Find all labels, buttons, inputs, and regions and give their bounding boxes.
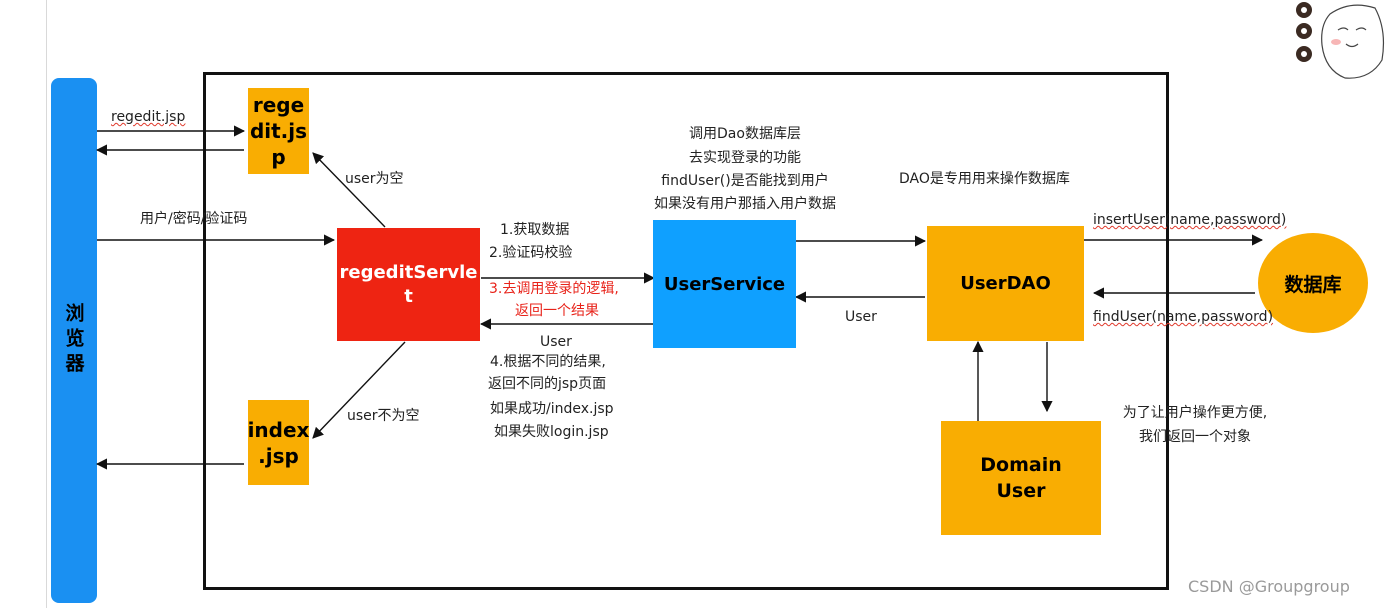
label-step4d: 如果失败login.jsp	[494, 424, 609, 440]
label-service-desc3: findUser()是否能找到用户	[661, 173, 829, 189]
index-jsp-box: index .jsp	[248, 400, 309, 485]
label-domain-desc1: 为了让用户操作更方便,	[1122, 405, 1268, 421]
label-step4b: 返回不同的jsp页面	[488, 376, 607, 392]
label-user-empty: user为空	[345, 171, 404, 187]
label-dao-desc: DAO是专用用来操作数据库	[899, 171, 1070, 187]
label-user-not-empty: user不为空	[347, 408, 420, 424]
regedit-servlet-box: regeditServle t	[337, 228, 480, 341]
user-dao-box: UserDAO	[927, 226, 1084, 341]
label-service-desc2: 去实现登录的功能	[689, 150, 801, 166]
label-service-desc1: 调用Dao数据库层	[689, 126, 801, 142]
label-step2: 2.验证码校验	[489, 245, 573, 261]
arrow-servlet-to-regedit	[312, 152, 386, 228]
arrow-servlet-to-index	[312, 341, 406, 439]
label-insert-user: insertUser(name,password)	[1093, 212, 1287, 228]
label-find-user: findUser(name,password)	[1093, 309, 1274, 325]
database-circle: 数据库	[1258, 233, 1368, 333]
cartoon-sticker-icon	[1296, 2, 1385, 79]
browser-label: 浏览器	[62, 303, 85, 378]
label-domain-desc2: 我们返回一个对象	[1139, 429, 1251, 445]
label-step4: 4.根据不同的结果,	[490, 354, 606, 370]
label-return-user: User	[540, 334, 572, 350]
browser-column: 浏览器	[51, 78, 97, 603]
label-step4c: 如果成功/index.jsp	[490, 401, 614, 417]
label-step3a: 3.去调用登录的逻辑,	[489, 281, 619, 297]
label-service-desc4: 如果没有用户那插入用户数据	[654, 196, 836, 212]
system-boundary-frame	[203, 72, 1169, 590]
domain-user-box: Domain User	[941, 421, 1101, 535]
label-regedit-request: regedit.jsp	[111, 109, 186, 125]
csdn-watermark: CSDN @Groupgroup	[1188, 577, 1350, 596]
label-step1: 1.获取数据	[500, 222, 570, 238]
label-user-password-code: 用户/密码/验证码	[140, 211, 248, 227]
label-step3b: 返回一个结果	[515, 303, 599, 319]
label-dao-return-user: User	[845, 309, 877, 325]
page-left-rule	[46, 0, 47, 608]
user-service-box: UserService	[653, 220, 796, 348]
regedit-jsp-box: rege dit.js p	[248, 88, 309, 174]
